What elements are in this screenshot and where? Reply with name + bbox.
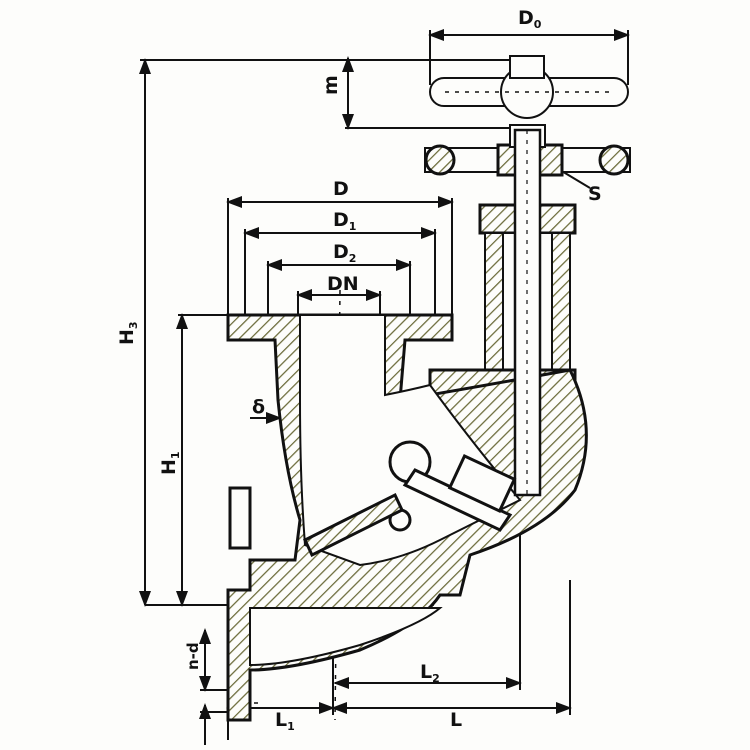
stem	[513, 128, 542, 497]
labels: D0 m S D D1 D2 DN H3 H1 δ n-d L2 L1 L	[116, 7, 602, 733]
label-l: L	[450, 709, 462, 731]
label-dn: DN	[327, 273, 359, 295]
label-nd: n-d	[184, 642, 202, 670]
label-d0: D0	[518, 7, 542, 31]
label-d1: D1	[333, 209, 356, 233]
label-s: S	[588, 183, 602, 205]
label-l2: L2	[420, 661, 440, 685]
dimension-lines	[139, 29, 630, 745]
label-delta: δ	[252, 396, 265, 418]
top-handwheel	[429, 55, 629, 119]
label-h1: H1	[158, 451, 182, 475]
label-l1: L1	[275, 709, 295, 733]
label-h3: H3	[116, 321, 140, 345]
label-d: D	[333, 178, 349, 200]
disc-mechanism	[303, 440, 517, 558]
label-d2: D2	[333, 241, 356, 265]
label-m: m	[320, 75, 342, 95]
